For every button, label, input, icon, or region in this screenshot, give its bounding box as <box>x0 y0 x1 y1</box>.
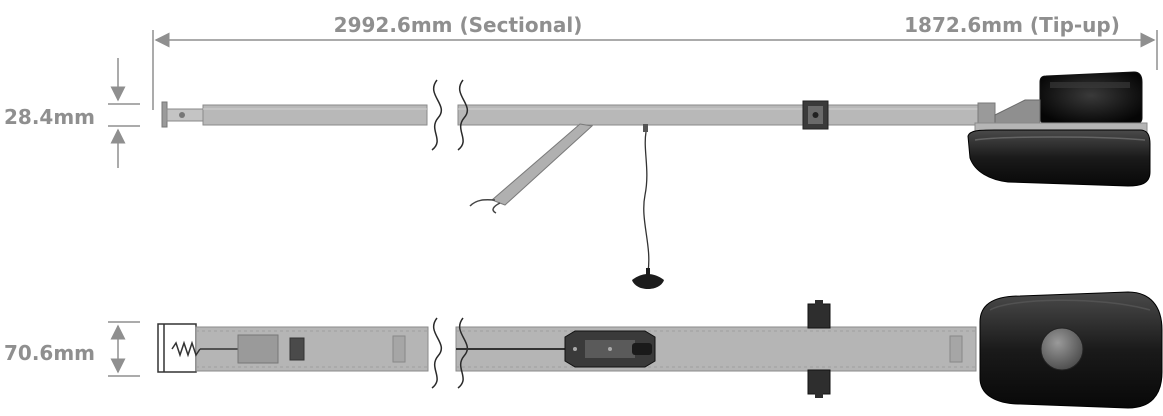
length-dimension: 2992.6mm (Sectional) 1872.6mm (Tip-up) <box>152 13 1158 110</box>
height-label: 28.4mm <box>4 105 95 129</box>
end-bracket <box>161 101 168 128</box>
height-dimension: 28.4mm <box>4 58 140 168</box>
width-dimension: 70.6mm <box>4 321 140 377</box>
top-view <box>157 291 1163 409</box>
fixing-bracket-top <box>807 303 831 329</box>
end-bolt <box>179 112 185 118</box>
release-handle <box>632 274 664 289</box>
break-line-left <box>431 79 442 151</box>
rail-top-right-segment <box>455 326 977 372</box>
side-view <box>161 71 1151 289</box>
break-line-top-view-right <box>457 317 468 389</box>
width-label: 70.6mm <box>4 341 95 365</box>
break-line-top-view-left <box>431 317 442 389</box>
release-cord <box>643 131 650 273</box>
motor-unit-side <box>967 129 1151 187</box>
rail-left-segment <box>202 104 428 126</box>
motor-light-cover <box>1039 71 1143 125</box>
rail-clip-right <box>949 335 963 363</box>
length-sectional-label: 2992.6mm (Sectional) <box>334 13 583 37</box>
rail-clip-left <box>392 335 406 363</box>
fixing-bracket-bottom <box>807 369 831 395</box>
break-line-right <box>457 79 468 151</box>
door-arm <box>491 123 594 206</box>
rail-right-segment <box>457 104 979 126</box>
tension-spring <box>171 340 201 358</box>
idler-block <box>237 334 279 364</box>
motor-light-lens <box>1040 327 1084 371</box>
length-tipup-label: 1872.6mm (Tip-up) <box>904 13 1120 37</box>
